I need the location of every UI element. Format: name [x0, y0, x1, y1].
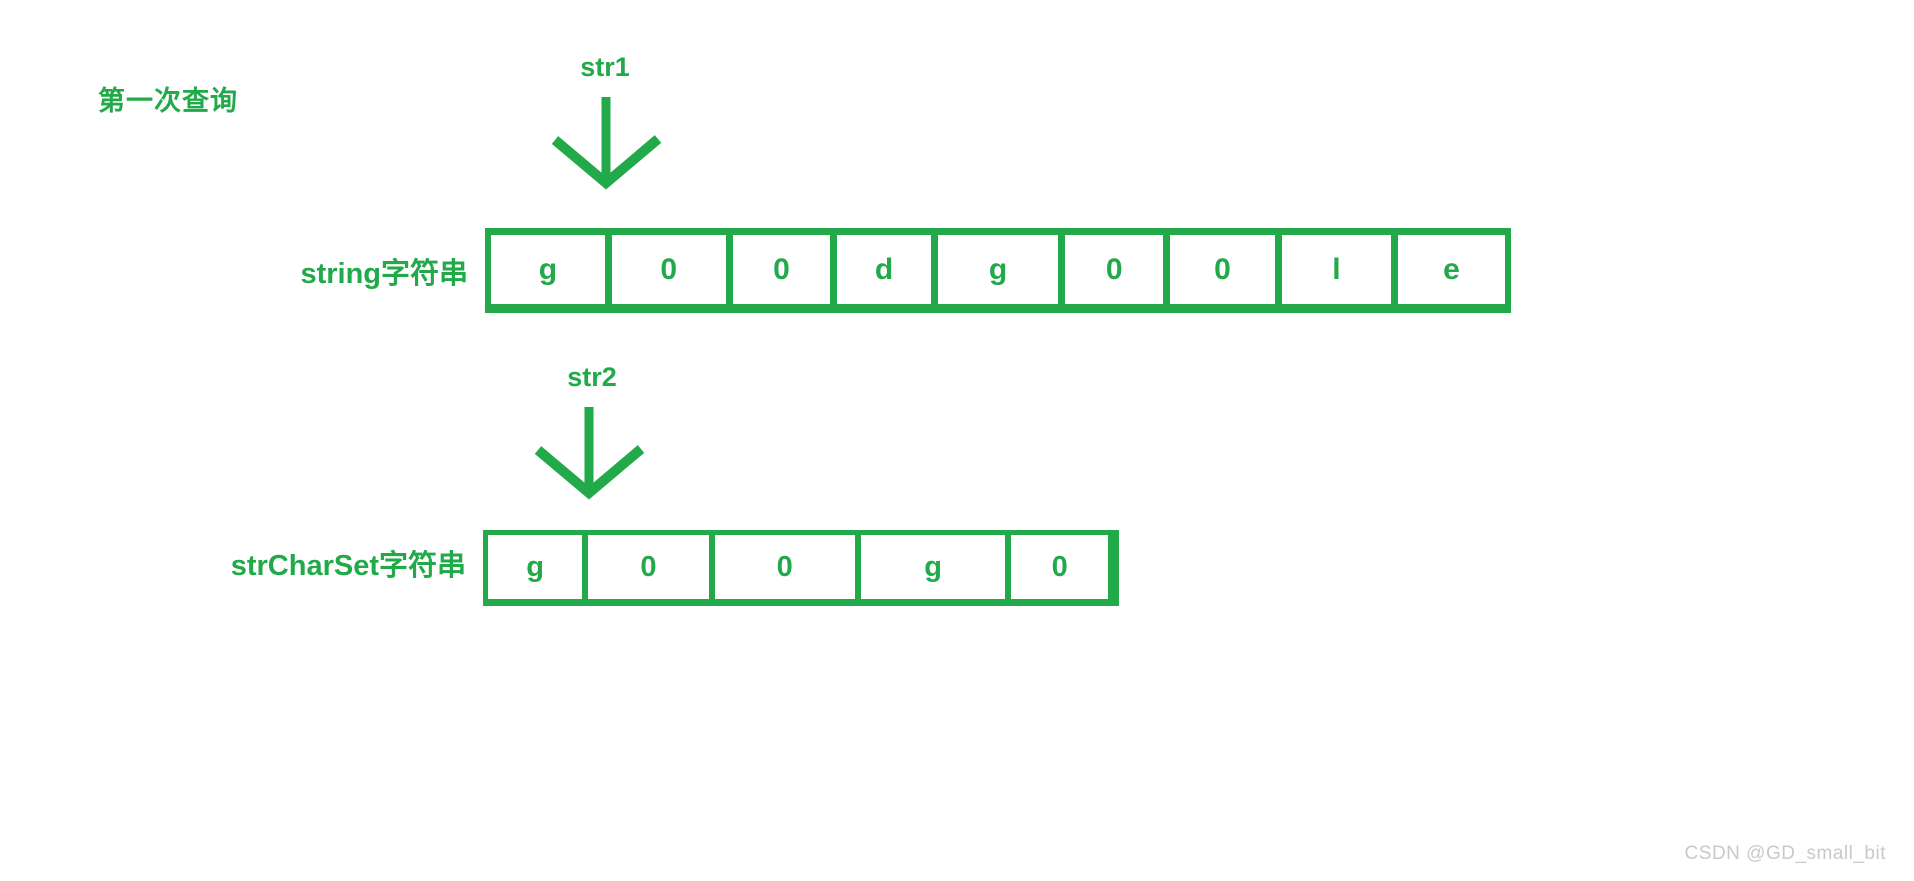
pointer-str1-arrow-icon: [551, 97, 662, 190]
cell-strCharSet-4: 0: [1011, 535, 1108, 599]
cell-string-4: g: [937, 235, 1059, 304]
cell-strCharSet-1: 0: [588, 535, 709, 599]
cell-string-3: d: [837, 235, 931, 304]
cell-string-5: 0: [1065, 235, 1164, 304]
watermark: CSDN @GD_small_bit: [1684, 843, 1886, 864]
cell-string-1: 0: [611, 235, 726, 304]
cell-string-6: 0: [1170, 235, 1275, 304]
pointer-str2-label: str2: [567, 362, 617, 392]
cell-strCharSet-0: g: [488, 535, 583, 599]
cell-string-7: l: [1281, 235, 1392, 304]
section-title: 第一次查询: [98, 86, 238, 116]
cell-string-0: g: [491, 235, 605, 304]
row-label-strcharset: strCharSet字符串: [230, 550, 466, 582]
row-label-string: string字符串: [300, 258, 468, 290]
cell-strCharSet-2: 0: [714, 535, 855, 599]
pointer-str2-arrow-icon: [534, 407, 645, 500]
cell-string-8: e: [1398, 235, 1505, 304]
cell-strCharSet-3: g: [860, 535, 1006, 599]
pointer-str1-label: str1: [580, 52, 630, 82]
cell-string-2: 0: [732, 235, 831, 304]
